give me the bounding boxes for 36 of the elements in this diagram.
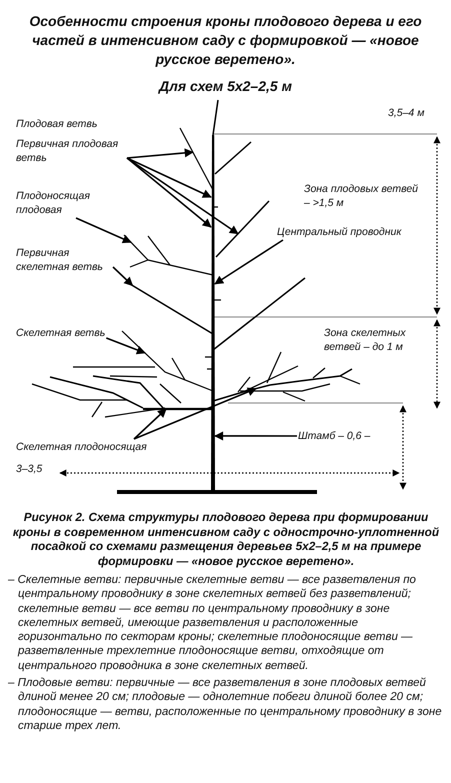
leader-arrow [134,388,257,440]
branch-line [122,330,214,404]
leader-arrow [112,266,134,286]
note-paragraph: – Плодовые ветви: первичные — все разветвления в зоне плодовых ветвей длиной менее 20 см; плодовые — однолетние побеги длиной более 20 см; плодоносящие — ветви, расположенные по центральному проводнику в зоне старше трех лет. [8,676,443,734]
leader-arrow [126,148,194,159]
part-label: Скелетная плодоносящая [16,440,147,454]
part-label: Центральный проводник [277,225,402,239]
figure-caption: Рисунок 2. Схема структуры плодового дерева при формировании кроны в современном интенсивном саду с однострочно-уплотненной посадкой со схемами размещения деревьев 5х2–2,5 м на примере формировки — «новое русское веретено». [12,510,440,568]
leader-arrow [126,157,212,228]
leader-arrow [214,431,297,440]
annotation: Плодовая ветвь [16,117,98,131]
note-paragraph: – Скелетные ветви: первичные скелетные ветви — все разветвления по центральному проводнику в зоне скелетных ветвей без разветвлений; скелетные ветви — все ветви по центральному проводнику в зоне скелетных ветвей, имеющие разветвления и расположенные горизонтально по секторам кроны; скелетные плодоносящие ветви — разветвленные трехлетние плодоносящие ветви, отходящие от центрального проводника в зоне скелетных ветвей. [8,573,417,674]
title: Особенности строения кроны плодового дерева и его частей в интенсивном саду с формировкой — «новое русское веретено». [28,12,423,69]
branch-line [215,200,270,258]
leader-arrow [76,217,132,244]
annotation: 3–3,5 [16,462,44,476]
part-label: Плодоносящая плодовая [16,189,116,217]
trunk-line [211,135,215,492]
part-label: Первичная скелетная ветвь [16,246,112,274]
part-label: Штамб – 0,6 – [298,429,370,443]
annotation: Зона плодовых ветвей – >1,5 м [304,182,420,210]
branch-line [143,408,213,410]
leader-arrow [126,157,239,234]
part-label: Скелетная ветвь [16,326,106,340]
branch-line [212,368,352,402]
annotation: Зона скелетных ветвей – до 1 м [324,326,407,354]
leader-arrow [106,337,146,354]
leader-arrow [126,157,212,198]
leader-arrow [133,408,167,440]
branch-line [124,234,214,276]
branch-line [179,128,214,190]
subtitle: Для схем 5х2–2,5 м [157,77,293,96]
annotation: 3,5–4 м [388,106,426,120]
part-label: Первичная плодовая ветвь [16,137,126,165]
leader-arrow [214,239,284,285]
branch-line [130,283,214,335]
